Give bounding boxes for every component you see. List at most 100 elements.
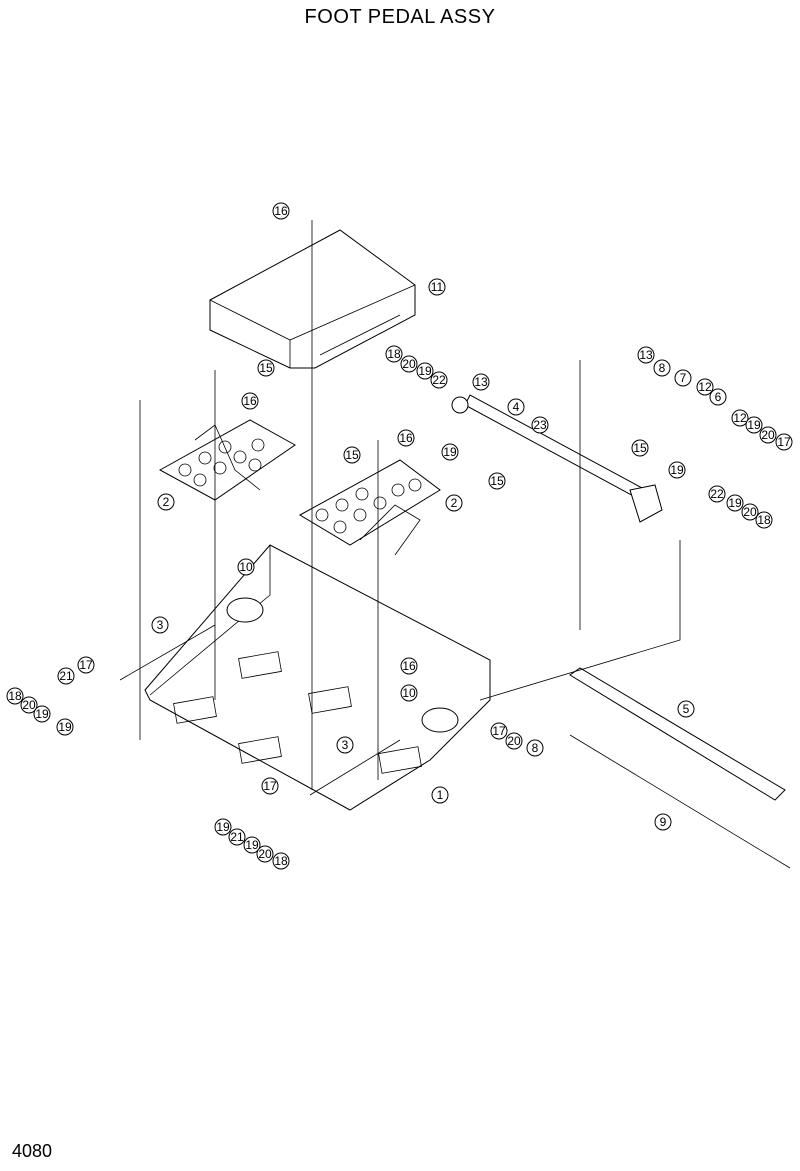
callout-label: 16 bbox=[399, 431, 413, 445]
callout-label: 19 bbox=[35, 707, 49, 721]
callout-label: 2 bbox=[163, 495, 170, 509]
callout-circle bbox=[243, 836, 261, 854]
callout-circle bbox=[709, 388, 727, 406]
callout-circle bbox=[214, 818, 232, 836]
callout-label: 19 bbox=[58, 720, 72, 734]
callout-label: 13 bbox=[474, 375, 488, 389]
callout-16: 16 bbox=[400, 657, 418, 675]
callout-circle bbox=[775, 433, 793, 451]
callout-circle bbox=[241, 392, 259, 410]
callout-label: 8 bbox=[532, 741, 539, 755]
callout-18: 18 bbox=[6, 687, 24, 705]
callout-circle bbox=[336, 736, 354, 754]
callout-19: 19 bbox=[668, 461, 686, 479]
callout-label: 2 bbox=[451, 496, 458, 510]
callout-7: 7 bbox=[674, 369, 692, 387]
callout-label: 20 bbox=[507, 734, 521, 748]
callout-18: 18 bbox=[272, 852, 290, 870]
callout-label: 17 bbox=[777, 435, 791, 449]
callout-label: 20 bbox=[402, 357, 416, 371]
callout-label: 19 bbox=[418, 364, 432, 378]
callout-label: 17 bbox=[492, 724, 506, 738]
callout-label: 15 bbox=[259, 361, 273, 375]
callout-label: 3 bbox=[342, 738, 349, 752]
callout-circle bbox=[441, 443, 459, 461]
callout-circle bbox=[400, 684, 418, 702]
callout-1: 1 bbox=[431, 786, 449, 804]
callout-label: 16 bbox=[243, 394, 257, 408]
callout-circle bbox=[397, 429, 415, 447]
callout-label: 23 bbox=[533, 418, 547, 432]
base-frame bbox=[144, 544, 491, 811]
callout-circle bbox=[677, 700, 695, 718]
callout-19: 19 bbox=[745, 416, 763, 434]
callout-circle bbox=[726, 494, 744, 512]
callout-17: 17 bbox=[77, 656, 95, 674]
callout-label: 9 bbox=[660, 815, 667, 829]
callout-label: 7 bbox=[680, 371, 687, 385]
callout-label: 19 bbox=[443, 445, 457, 459]
callout-label: 1 bbox=[437, 788, 444, 802]
callout-circle bbox=[759, 426, 777, 444]
callout-circle bbox=[472, 373, 490, 391]
callout-19: 19 bbox=[726, 494, 744, 512]
callout-15: 15 bbox=[488, 472, 506, 490]
callout-16: 16 bbox=[272, 202, 290, 220]
callout-label: 20 bbox=[761, 428, 775, 442]
callout-circle bbox=[654, 813, 672, 831]
callout-circle bbox=[6, 687, 24, 705]
callout-circle bbox=[33, 705, 51, 723]
callout-12: 12 bbox=[731, 409, 749, 427]
callout-circle bbox=[20, 696, 38, 714]
tube-and-rod bbox=[569, 667, 791, 869]
callout-19: 19 bbox=[56, 718, 74, 736]
page-number: 4080 bbox=[12, 1141, 53, 1161]
callout-label: 18 bbox=[274, 854, 288, 868]
callout-label: 4 bbox=[513, 400, 520, 414]
callout-17: 17 bbox=[775, 433, 793, 451]
callout-circle bbox=[507, 398, 525, 416]
callout-19: 19 bbox=[214, 818, 232, 836]
callout-label: 17 bbox=[79, 658, 93, 672]
callout-5: 5 bbox=[677, 700, 695, 718]
callout-6: 6 bbox=[709, 388, 727, 406]
callout-label: 12 bbox=[698, 380, 712, 394]
callout-label: 8 bbox=[659, 361, 666, 375]
callout-8: 8 bbox=[526, 739, 544, 757]
callout-22: 22 bbox=[708, 485, 726, 503]
callout-label: 19 bbox=[670, 463, 684, 477]
callout-15: 15 bbox=[257, 359, 275, 377]
callout-label: 15 bbox=[345, 448, 359, 462]
right-pedal bbox=[298, 459, 441, 556]
callout-15: 15 bbox=[343, 446, 361, 464]
callout-circle bbox=[237, 558, 255, 576]
callout-12: 12 bbox=[696, 378, 714, 396]
callout-label: 10 bbox=[402, 686, 416, 700]
callout-label: 22 bbox=[710, 487, 724, 501]
callout-circle bbox=[256, 845, 274, 863]
callout-label: 21 bbox=[59, 669, 73, 683]
callout-circle bbox=[56, 718, 74, 736]
callout-label: 18 bbox=[387, 347, 401, 361]
callout-15: 15 bbox=[631, 439, 649, 457]
callout-21: 21 bbox=[57, 667, 75, 685]
callout-label: 17 bbox=[263, 779, 277, 793]
rods bbox=[119, 624, 401, 796]
callout-4: 4 bbox=[507, 398, 525, 416]
callout-circle bbox=[228, 828, 246, 846]
callout-label: 15 bbox=[490, 474, 504, 488]
callout-circle bbox=[531, 416, 549, 434]
callout-label: 19 bbox=[747, 418, 761, 432]
callout-circle bbox=[272, 852, 290, 870]
callout-label: 19 bbox=[245, 838, 259, 852]
callout-circle bbox=[696, 378, 714, 396]
callout-18: 18 bbox=[755, 511, 773, 529]
callout-circle bbox=[261, 777, 279, 795]
callout-label: 19 bbox=[216, 820, 230, 834]
callout-label: 16 bbox=[274, 204, 288, 218]
callout-circle bbox=[490, 722, 508, 740]
callout-19: 19 bbox=[416, 362, 434, 380]
callout-circle bbox=[505, 732, 523, 750]
callout-label: 19 bbox=[728, 496, 742, 510]
